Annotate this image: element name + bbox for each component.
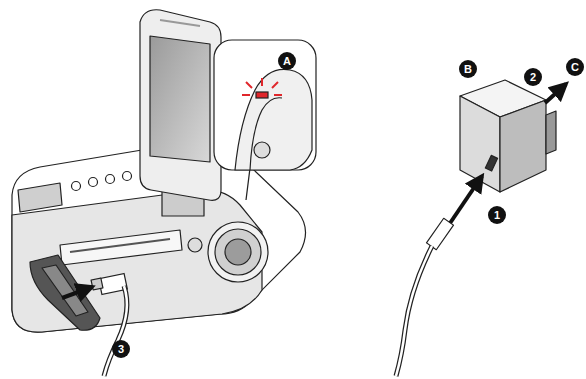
lamp-inset	[214, 40, 316, 200]
callout-number: 2	[524, 68, 542, 86]
callout-number: 3	[112, 340, 130, 358]
ac-adapter	[396, 80, 566, 376]
lcd-panel	[140, 10, 221, 216]
camera-usb-connection	[30, 255, 127, 376]
callout-number: 1	[488, 206, 506, 224]
callout-letter: B	[459, 60, 477, 78]
callout-letter: A	[278, 52, 296, 70]
callout-letter: C	[566, 58, 584, 76]
